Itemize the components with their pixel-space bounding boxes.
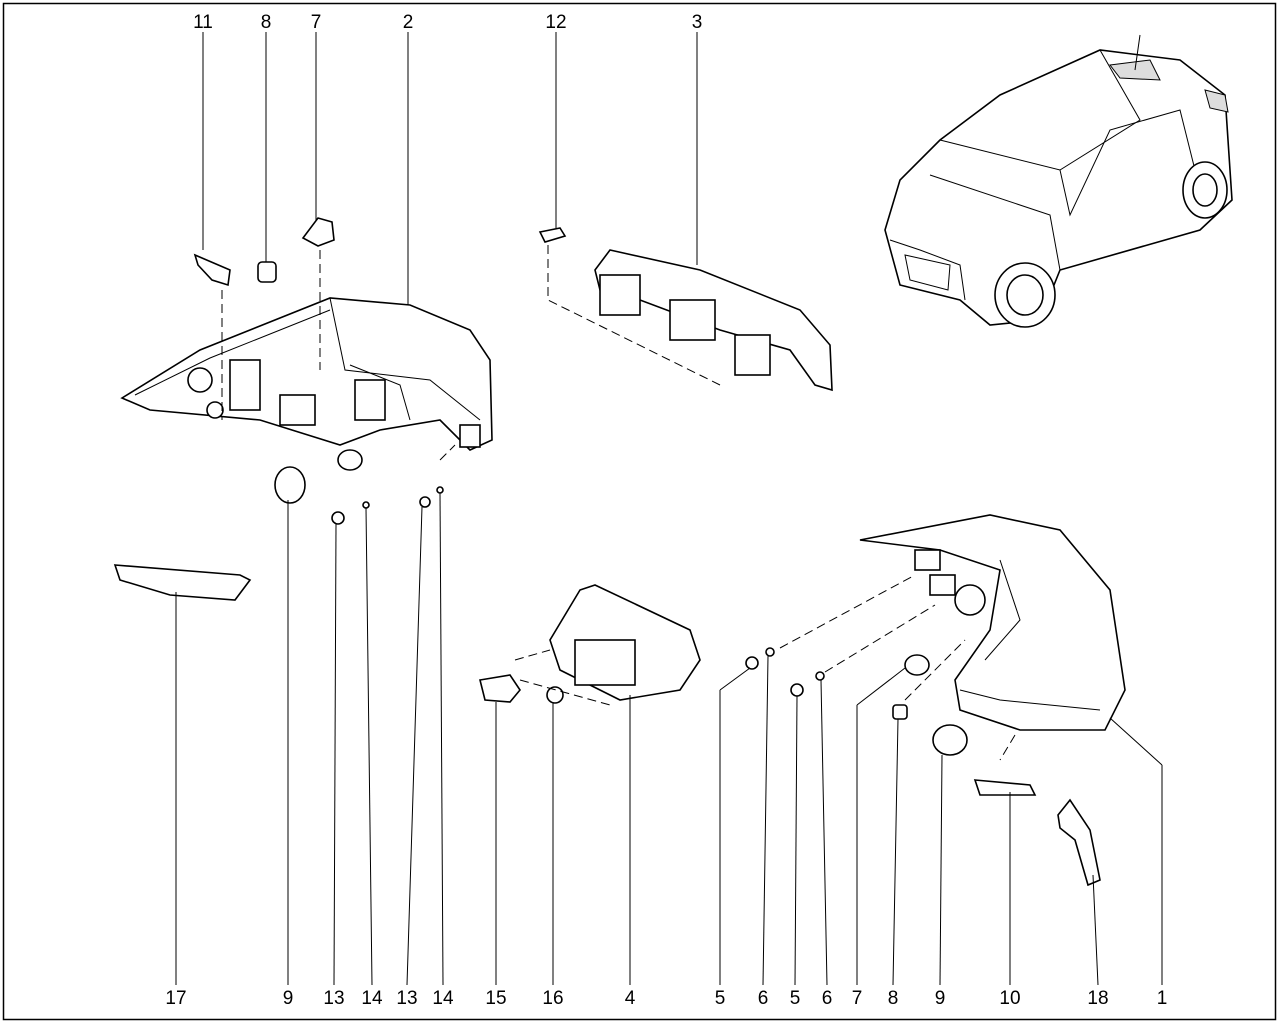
- top-labels: 11 8 7 2 12 3: [193, 12, 702, 33]
- part-label: 17: [165, 988, 186, 1009]
- car-illustration: [884, 34, 1233, 328]
- part-label: 6: [758, 988, 769, 1009]
- license-plate-lamp: [479, 584, 701, 704]
- left-tail-lamp: [120, 297, 493, 471]
- part-label: 5: [715, 988, 726, 1009]
- part-label: 2: [403, 12, 414, 33]
- part-label: 12: [545, 12, 566, 33]
- assembly-guides: [221, 245, 1016, 761]
- part-label: 16: [542, 988, 563, 1009]
- part-label: 13: [396, 988, 417, 1009]
- bottom-labels: 17 9 13 14 13 14 15 16 4 5 6 5 6 7 8 9 1…: [165, 988, 1167, 1009]
- part-label: 11: [193, 12, 213, 33]
- leader-lines: [175, 32, 1163, 986]
- part-label: 3: [692, 12, 703, 33]
- part-label: 9: [935, 988, 946, 1009]
- part-label: 9: [283, 988, 294, 1009]
- part-label: 7: [852, 988, 863, 1009]
- part-label: 18: [1087, 988, 1108, 1009]
- part-label: 5: [790, 988, 801, 1009]
- part-label: 4: [625, 988, 636, 1009]
- part-label: 14: [361, 988, 383, 1009]
- part-label: 7: [311, 12, 322, 33]
- part-label: 8: [261, 12, 272, 33]
- left-small-parts: [193, 217, 444, 525]
- part-label: 15: [485, 988, 506, 1009]
- part-label: 6: [822, 988, 833, 1009]
- side-reflector-left: [113, 564, 252, 601]
- part-label: 1: [1157, 988, 1168, 1009]
- part-label: 10: [999, 988, 1020, 1009]
- part-label: 14: [432, 988, 454, 1009]
- right-tail-lamp: [745, 514, 1126, 887]
- high-mount-lamp: [538, 227, 833, 392]
- part-label: 8: [888, 988, 899, 1009]
- part-label: 13: [323, 988, 344, 1009]
